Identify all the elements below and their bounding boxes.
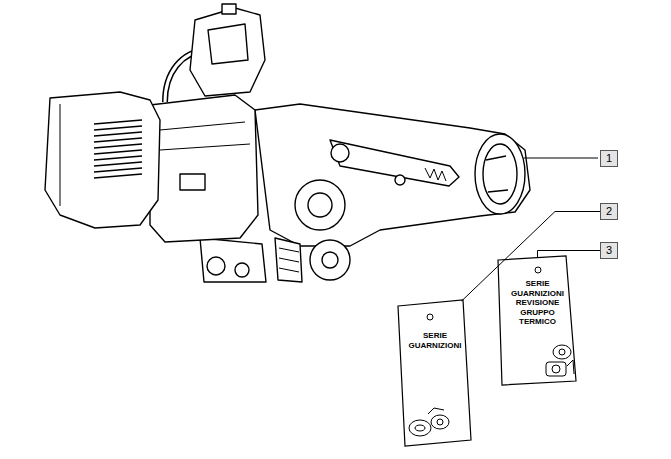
gasket-drawing-part	[553, 345, 571, 359]
callout-box: 2	[600, 203, 618, 220]
engine-drawing-part	[310, 240, 350, 280]
engine-drawing-part	[150, 95, 258, 242]
engine-drawing-part	[207, 257, 225, 275]
gasket-kit-card: SERIE GUARNIZIONI	[397, 299, 473, 447]
gasket-kit-card: SERIE GUARNIZIONI REVISIONE GRUPPO TERMI…	[497, 255, 578, 387]
card-label: SERIE GUARNIZIONI	[397, 331, 473, 350]
engine-drawing-part	[483, 144, 517, 204]
engine-drawing-part	[160, 122, 250, 150]
hang-hole	[535, 267, 541, 273]
card-outline	[397, 299, 473, 447]
callout-number: 1	[606, 153, 612, 164]
engine-drawing	[45, 4, 530, 282]
hang-hole	[427, 314, 433, 320]
engine-drawing-part	[486, 156, 508, 192]
engine-drawing-part	[331, 144, 349, 162]
engine-drawing-part	[255, 104, 530, 246]
gasket-drawing-part	[546, 362, 566, 376]
gasket-drawing	[409, 345, 574, 436]
gasket-drawing-part	[409, 420, 431, 436]
engine-drawing-part	[322, 252, 338, 268]
engine-drawing-part	[190, 8, 265, 96]
engine-drawing-part	[222, 4, 236, 14]
engine-drawing-part	[330, 140, 459, 186]
engine-drawing-part	[235, 263, 249, 277]
card-border	[498, 256, 576, 385]
engine-drawing-part	[94, 120, 142, 178]
engine-drawing-part	[208, 24, 248, 64]
gasket-drawing-part	[552, 365, 560, 373]
engine-drawing-part	[275, 238, 302, 282]
engine-drawing-part	[180, 174, 205, 190]
gasket-drawing-part	[428, 408, 444, 414]
engine-drawing-part	[295, 180, 345, 230]
gasket-drawing-part	[437, 419, 443, 425]
card-label: SERIE GUARNIZIONI REVISIONE GRUPPO TERMI…	[497, 279, 578, 327]
engine-drawing-part	[395, 175, 405, 185]
gasket-drawing-part	[415, 425, 425, 431]
engine-drawing-part	[45, 92, 160, 228]
engine-drawing-part	[200, 238, 266, 282]
engine-drawing-part	[60, 104, 61, 206]
callout-box: 3	[600, 242, 618, 259]
engine-drawing-part	[475, 134, 525, 214]
engine-drawing-part	[279, 248, 299, 272]
callout-number: 3	[606, 245, 612, 256]
callout-number: 2	[606, 206, 612, 217]
gasket-drawing-part	[431, 415, 449, 429]
card-border	[398, 300, 471, 446]
leader-line-part	[524, 158, 598, 159]
engine-drawing-part	[425, 168, 446, 181]
leader-line	[524, 157, 598, 158]
gasket-drawing-part	[567, 360, 574, 374]
engine-drawing-part	[308, 193, 332, 217]
gasket-drawing-part	[559, 349, 565, 355]
callout-box: 1	[600, 150, 618, 167]
